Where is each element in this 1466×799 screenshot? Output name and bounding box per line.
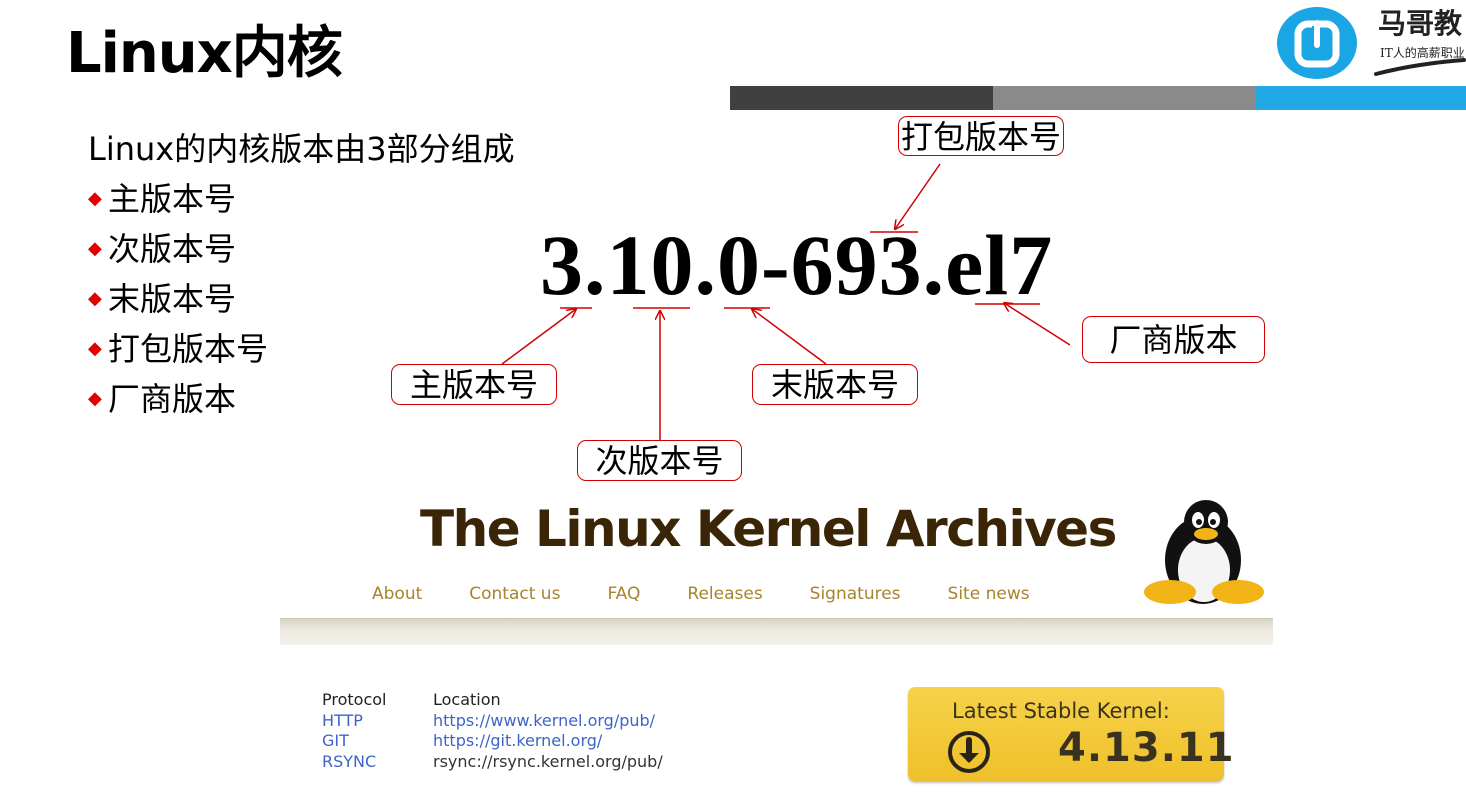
- brand-name: 马哥教: [1378, 7, 1463, 40]
- callout-package-version: 打包版本号: [898, 116, 1064, 156]
- protocol-name[interactable]: GIT: [322, 731, 349, 750]
- list-item: ◆ 打包版本号: [88, 324, 268, 370]
- list-item-label: 次版本号: [108, 230, 237, 268]
- list-item: ◆ 厂商版本: [88, 374, 236, 420]
- callout-patch-version: 末版本号: [752, 364, 918, 405]
- callout-vendor-version: 厂商版本: [1082, 316, 1265, 363]
- brand-swoosh: [1374, 58, 1466, 76]
- kernel-archives-band: [280, 618, 1273, 645]
- header-stripe: [730, 86, 1466, 110]
- list-item: ◆ 末版本号: [88, 274, 236, 320]
- nav-contact-us[interactable]: Contact us: [469, 584, 561, 604]
- kernel-archives-nav: About Contact us FAQ Releases Signatures…: [372, 584, 1077, 604]
- nav-signatures[interactable]: Signatures: [809, 584, 901, 604]
- stripe-gray: [993, 86, 1255, 110]
- table-row: HTTP https://www.kernel.org/pub/: [322, 711, 663, 732]
- stable-kernel-label: Latest Stable Kernel:: [952, 699, 1170, 723]
- nav-releases[interactable]: Releases: [687, 584, 763, 604]
- stripe-blue: [1255, 86, 1466, 110]
- nav-about[interactable]: About: [372, 584, 423, 604]
- intro-text: Linux的内核版本由3部分组成: [88, 130, 515, 168]
- list-item-label: 打包版本号: [108, 330, 269, 368]
- stable-kernel-version: 4.13.11: [1058, 725, 1235, 771]
- slide-title: Linux内核: [66, 21, 343, 86]
- list-item-label: 主版本号: [108, 180, 237, 218]
- diamond-bullet-icon: ◆: [88, 287, 102, 309]
- tux-penguin-icon: [1144, 500, 1264, 604]
- arrow-major: [501, 309, 576, 365]
- list-item-label: 厂商版本: [108, 380, 237, 418]
- list-item: ◆ 主版本号: [88, 174, 236, 220]
- location-header: Location: [433, 690, 501, 709]
- kernel-version-string: 3.10.0-693.el7: [540, 217, 1054, 313]
- list-item-label: 末版本号: [108, 280, 237, 318]
- nav-site-news[interactable]: Site news: [947, 584, 1030, 604]
- table-row: RSYNC rsync://rsync.kernel.org/pub/: [322, 752, 663, 773]
- callout-minor-version: 次版本号: [577, 440, 742, 481]
- brand-slogan: IT人的高薪职业: [1380, 46, 1465, 60]
- table-row: GIT https://git.kernel.org/: [322, 731, 663, 752]
- protocol-table: Protocol Location HTTP https://www.kerne…: [322, 690, 663, 772]
- latest-stable-kernel-button[interactable]: Latest Stable Kernel: 4.13.11: [908, 687, 1234, 781]
- stripe-dark: [730, 86, 993, 110]
- arrow-patch: [752, 309, 827, 365]
- kernel-archives-title: The Linux Kernel Archives: [420, 500, 1117, 558]
- list-item: ◆ 次版本号: [88, 224, 236, 270]
- protocol-location: rsync://rsync.kernel.org/pub/: [433, 751, 663, 771]
- brand-logo-icon: [1277, 7, 1357, 79]
- nav-faq[interactable]: FAQ: [607, 584, 641, 604]
- diamond-bullet-icon: ◆: [88, 187, 102, 209]
- callout-major-version: 主版本号: [391, 364, 557, 405]
- diamond-bullet-icon: ◆: [88, 237, 102, 259]
- protocol-location[interactable]: https://www.kernel.org/pub/: [433, 710, 656, 730]
- download-arrow-icon: [948, 731, 990, 773]
- protocol-location[interactable]: https://git.kernel.org/: [433, 731, 603, 750]
- brand-logo: 马哥教 IT人的高薪职业: [1274, 0, 1466, 84]
- protocol-table-header: Protocol Location: [322, 690, 663, 711]
- protocol-name[interactable]: HTTP: [322, 710, 363, 730]
- protocol-name[interactable]: RSYNC: [322, 751, 377, 771]
- protocol-header: Protocol: [322, 690, 387, 709]
- diamond-bullet-icon: ◆: [88, 337, 102, 359]
- diamond-bullet-icon: ◆: [88, 387, 102, 409]
